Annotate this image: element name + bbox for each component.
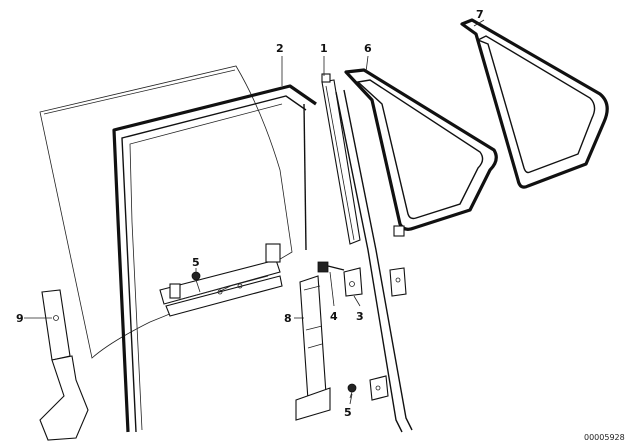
- reinforcement-strip: [295, 275, 331, 421]
- callout-3: 3: [356, 310, 364, 323]
- callout-1: 1: [320, 42, 328, 55]
- callout-5-lower: 5: [344, 406, 352, 419]
- callout-7: 7: [476, 8, 484, 21]
- regulator-rail: [159, 243, 283, 317]
- callout-4: 4: [330, 310, 338, 323]
- guide-bracket: [343, 267, 407, 297]
- callout-9: 9: [16, 312, 24, 325]
- quarter-window-seal: [344, 68, 498, 237]
- callout-6: 6: [364, 42, 372, 55]
- window-frame-seal: [112, 84, 317, 433]
- door-glass: [39, 65, 293, 359]
- callout-8: 8: [284, 312, 292, 325]
- leader-lines: [24, 19, 485, 405]
- callout-2: 2: [276, 42, 284, 55]
- lower-bracket: [39, 289, 89, 441]
- lower-screw-bracket: [347, 375, 389, 401]
- bolt: [317, 261, 345, 273]
- fixed-quarter-frame: [460, 18, 609, 189]
- reference-code: 00005928: [584, 433, 625, 442]
- callout-5-upper: 5: [192, 256, 200, 269]
- guide-rail: [321, 73, 413, 433]
